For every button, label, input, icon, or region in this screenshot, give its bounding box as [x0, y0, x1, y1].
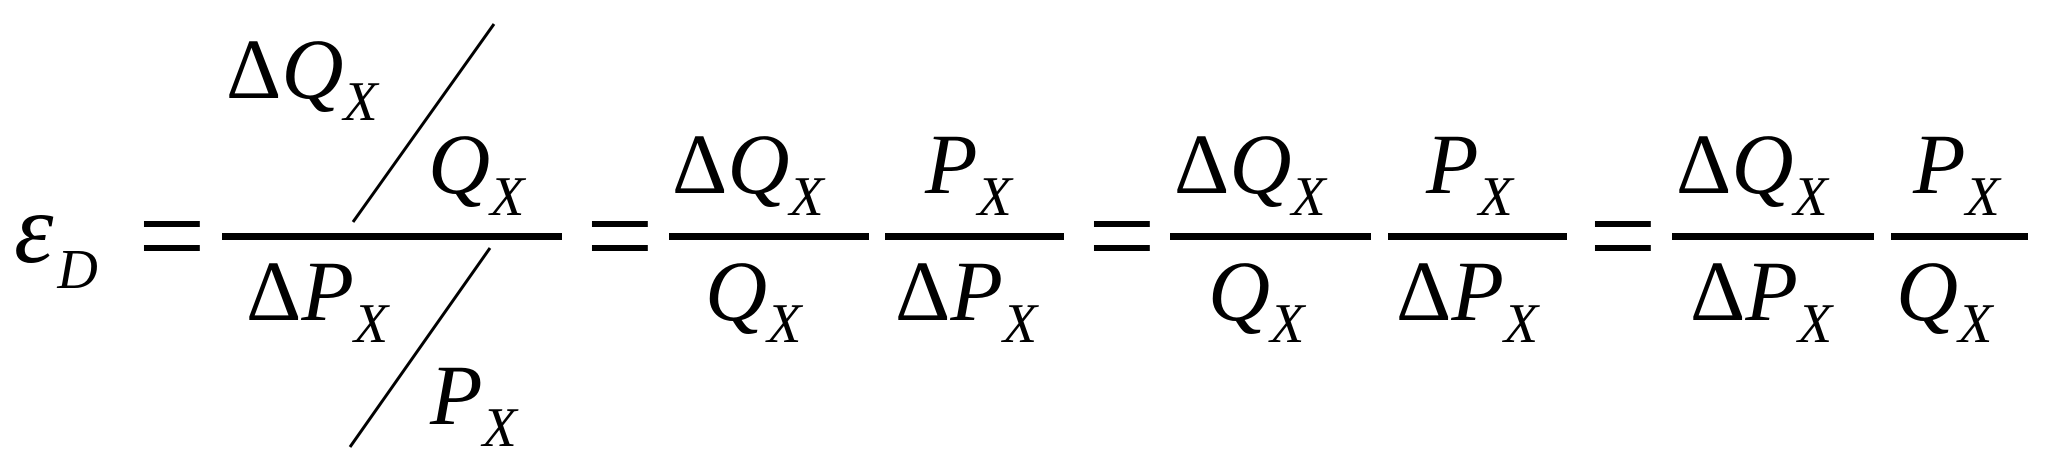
frac2-num: PX	[924, 116, 1015, 228]
frac6-bar	[1891, 233, 2028, 240]
main-fraction-bar	[222, 233, 562, 240]
frac4-bar	[1388, 233, 1567, 240]
denominator-p: PX	[429, 347, 520, 459]
frac5-den: ΔPX	[1690, 243, 1835, 355]
frac3-bar	[1170, 233, 1371, 240]
frac6-den: QX	[1896, 243, 1995, 355]
frac6-num: PX	[1912, 116, 2003, 228]
frac5-num: ΔQX	[1676, 116, 1830, 228]
frac2-bar	[885, 233, 1064, 240]
compound-fraction: ΔQX QX ΔPX PX	[222, 21, 562, 459]
numerator-delta-q: ΔQX	[226, 21, 380, 133]
equals-sign-1: =	[138, 169, 206, 302]
frac3-den: QX	[1208, 243, 1307, 355]
equals-sign-2: =	[586, 169, 654, 302]
frac2-den: ΔPX	[895, 243, 1040, 355]
denominator-delta-p: ΔPX	[246, 243, 391, 355]
slash-bottom	[348, 247, 492, 448]
lhs-epsilon: εD	[14, 173, 98, 301]
equals-sign-4: =	[1589, 169, 1657, 302]
frac4-den: ΔPX	[1396, 243, 1541, 355]
frac1-bar	[669, 233, 869, 240]
frac5-bar	[1672, 233, 1874, 240]
equals-sign-3: =	[1088, 169, 1156, 302]
frac1-num: ΔQX	[672, 116, 826, 228]
numerator-q: QX	[428, 116, 527, 228]
frac3-num: ΔQX	[1174, 116, 1328, 228]
slash-top	[351, 23, 496, 223]
frac1-den: QX	[705, 243, 804, 355]
frac4-num: PX	[1425, 116, 1516, 228]
